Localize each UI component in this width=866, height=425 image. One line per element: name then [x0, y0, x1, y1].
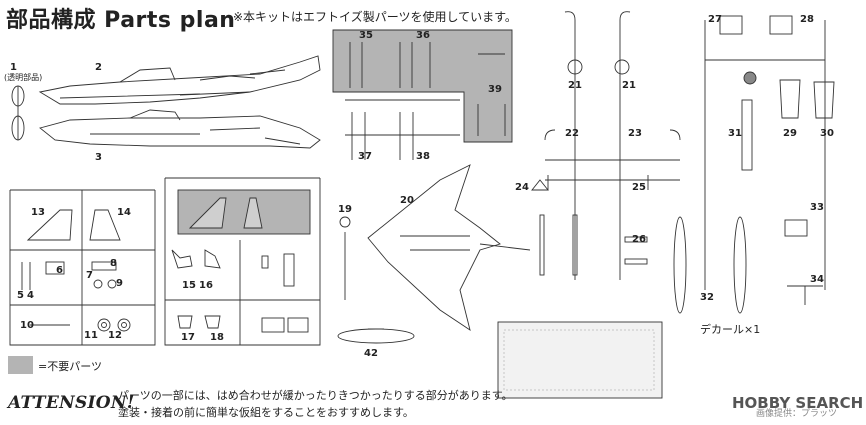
part-number-3: 3	[95, 152, 102, 163]
attention-heading: ATTENSION!	[8, 393, 135, 413]
part-number-32: 32	[700, 292, 714, 303]
canopy-part-1	[11, 85, 25, 141]
part-number-23: 23	[628, 128, 642, 139]
unused-parts-label: =不要パーツ	[38, 360, 102, 373]
part-42	[337, 328, 415, 344]
attention-line-2: 塗装・接着の前に簡単な仮組をすることをおすすめします。	[118, 406, 414, 419]
part-number-21b: 21	[622, 80, 636, 91]
part-number-4: 4	[27, 290, 34, 301]
wing-part-20	[367, 164, 531, 332]
part-number-22: 22	[565, 128, 579, 139]
sprue-frame-missiles	[345, 99, 460, 160]
sprue-frame-right	[673, 15, 835, 314]
part-number-39: 39	[488, 84, 502, 95]
part-number-38: 38	[416, 151, 430, 162]
part-number-14: 14	[117, 207, 131, 218]
part-number-11: 11	[84, 330, 98, 341]
part-number-17: 17	[181, 332, 195, 343]
part-number-33: 33	[810, 202, 824, 213]
part-number-30: 30	[820, 128, 834, 139]
part-number-25: 25	[632, 182, 646, 193]
part-number-12: 12	[108, 330, 122, 341]
watermark-credit: 画像提供：プラッツ	[756, 409, 838, 419]
part-24	[531, 179, 549, 191]
part-number-21a: 21	[568, 80, 582, 91]
pitot-part-19	[339, 216, 351, 300]
page-title: 部品構成 Parts plan	[6, 8, 236, 33]
page-subtitle: ※本キットはエフトイズ製パーツを使用しています。	[233, 10, 517, 24]
watermark-brand: HOBBY SEARCH	[732, 394, 864, 412]
fuselage-part-3	[39, 109, 321, 149]
part-note-clear: (透明部品)	[4, 73, 43, 82]
part-number-36: 36	[416, 30, 430, 41]
part-number-19: 19	[338, 204, 352, 215]
part-number-24: 24	[515, 182, 529, 193]
part-number-27: 27	[708, 14, 722, 25]
part-number-15: 15	[182, 280, 196, 291]
part-number-16: 16	[199, 280, 213, 291]
part-number-35: 35	[359, 30, 373, 41]
decal-label: デカール×1	[700, 323, 761, 336]
attention-notes: パーツの一部には、はめ合わせが緩かったりきつかったりする部分があります。 塗装・…	[118, 387, 513, 421]
sprue-frame-left	[9, 189, 156, 346]
part-number-9: 9	[116, 278, 123, 289]
part-number-18: 18	[210, 332, 224, 343]
part-number-2: 2	[95, 62, 102, 73]
sprue-frame-middle	[164, 177, 321, 346]
part-number-7: 7	[86, 270, 93, 281]
fuselage-part-2	[38, 55, 321, 105]
part-number-28: 28	[800, 14, 814, 25]
part-number-42: 42	[364, 348, 378, 359]
part-number-6: 6	[56, 265, 63, 276]
part-number-1: 1	[10, 62, 17, 73]
part-number-5: 5	[17, 290, 24, 301]
part-number-13: 13	[31, 207, 45, 218]
part-number-31: 31	[728, 128, 742, 139]
unused-parts-swatch	[8, 356, 33, 374]
part-number-37: 37	[358, 151, 372, 162]
attention-line-1: パーツの一部には、はめ合わせが緩かったりきつかったりする部分があります。	[118, 389, 513, 402]
part-number-20: 20	[400, 195, 414, 206]
part-number-29: 29	[783, 128, 797, 139]
sprue-frame-hooks	[539, 11, 681, 280]
decal-sheet	[497, 321, 663, 399]
part-number-10: 10	[20, 320, 34, 331]
part-number-34: 34	[810, 274, 824, 285]
part-number-8: 8	[110, 258, 117, 269]
part-number-26: 26	[632, 234, 646, 245]
